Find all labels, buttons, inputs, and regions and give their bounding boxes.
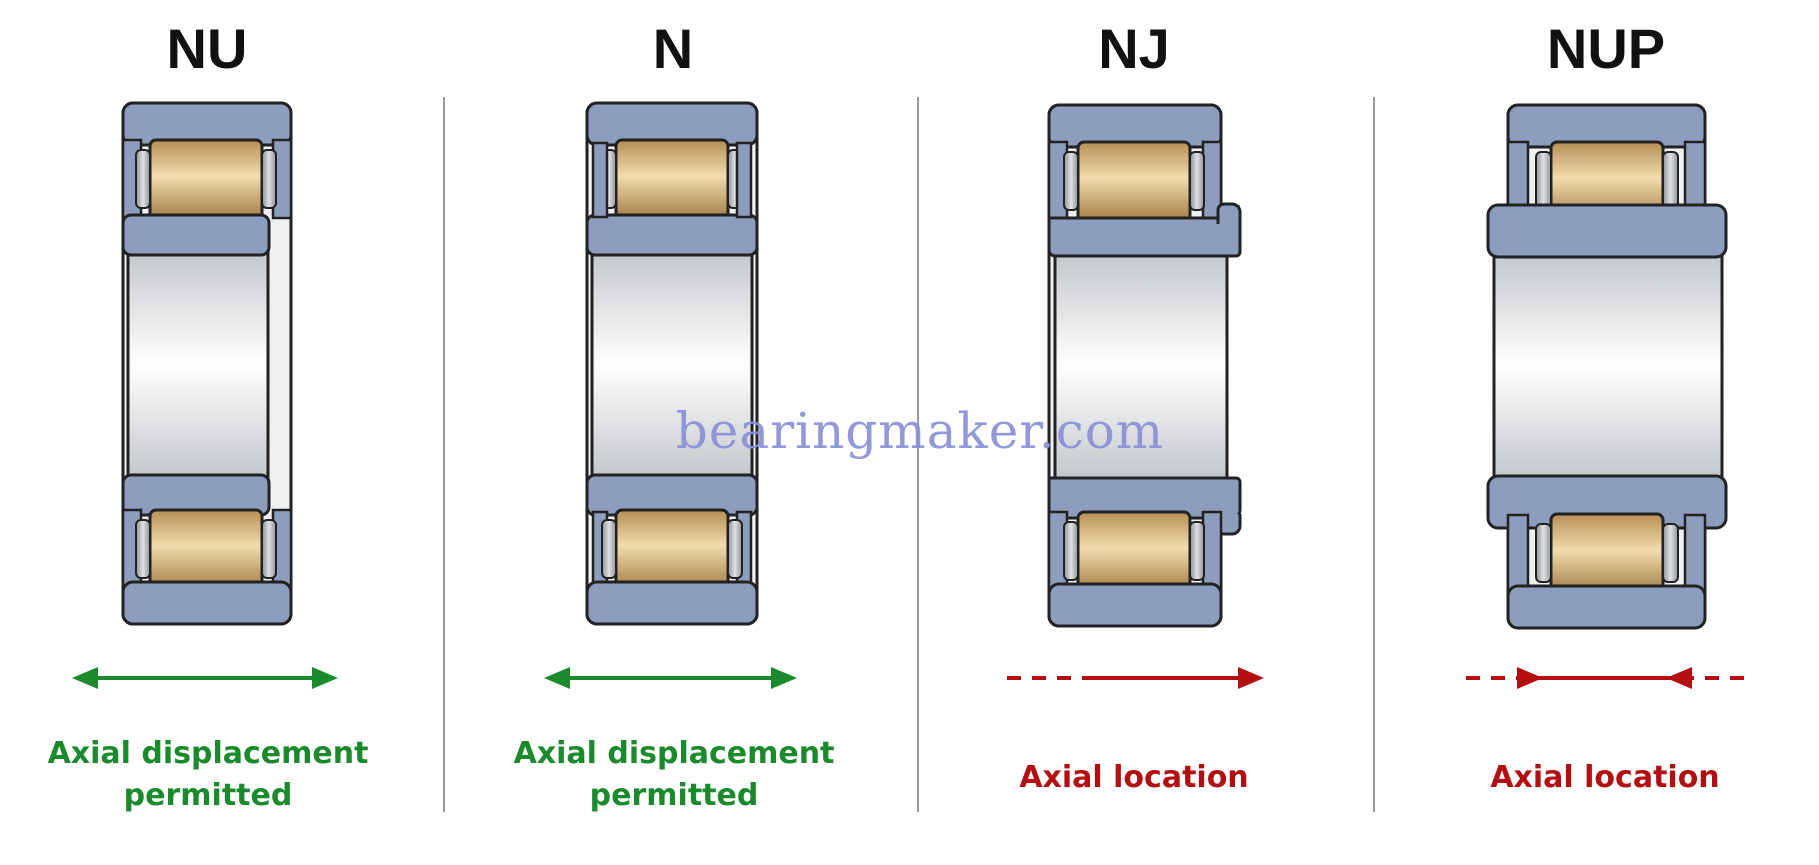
caption-line: Axial location bbox=[1019, 760, 1248, 795]
bearing-n bbox=[585, 101, 759, 626]
double-arrow-icon bbox=[72, 667, 338, 689]
panel-title-nup: NUP bbox=[1547, 17, 1665, 80]
watermark: bearingmaker.com bbox=[676, 402, 1164, 460]
panel-title-n: N bbox=[653, 17, 693, 80]
roller bbox=[148, 138, 264, 222]
double-arrow-icon bbox=[544, 667, 797, 689]
caption-line: Axial displacement bbox=[514, 736, 835, 771]
caption-line: Axial location bbox=[1490, 760, 1719, 795]
bearing-nj bbox=[1047, 103, 1242, 628]
roller bbox=[1076, 140, 1192, 224]
inner-ring bbox=[585, 213, 759, 257]
converging-arrow-icon bbox=[1466, 667, 1746, 689]
inner-ring bbox=[1486, 203, 1728, 259]
caption-line: permitted bbox=[124, 778, 293, 813]
caption-line: Axial displacement bbox=[48, 736, 369, 771]
panel-title-nj: NJ bbox=[1098, 17, 1170, 80]
bearing-nu bbox=[121, 101, 293, 626]
single-arrow-icon bbox=[1007, 667, 1264, 689]
roller bbox=[614, 138, 730, 222]
panel-title-nu: NU bbox=[167, 17, 248, 80]
inner-ring bbox=[1047, 216, 1242, 258]
bearing-nup bbox=[1486, 103, 1728, 630]
caption-line: permitted bbox=[590, 778, 759, 813]
inner-ring bbox=[121, 213, 271, 257]
